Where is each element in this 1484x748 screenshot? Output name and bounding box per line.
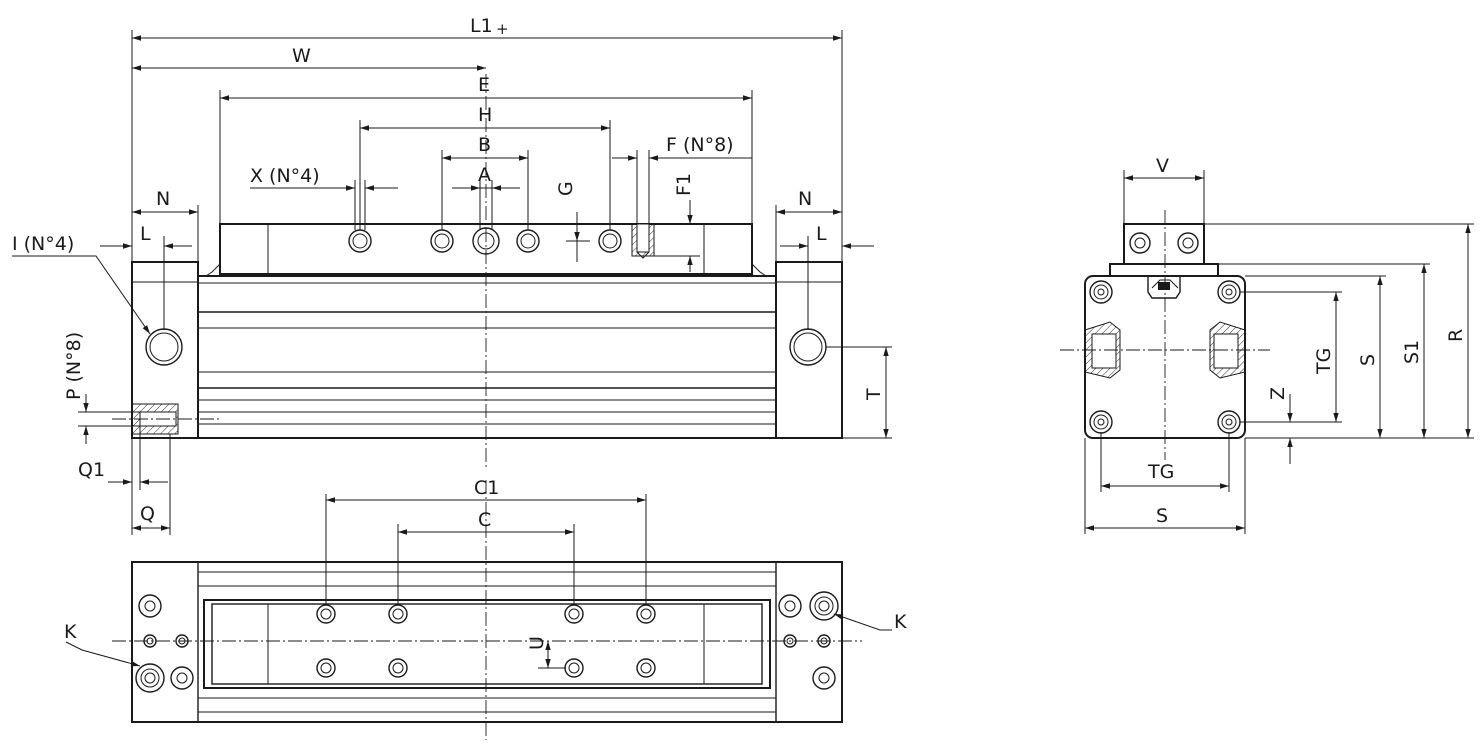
label-N-right: N (798, 188, 812, 210)
label-R: R (1445, 329, 1467, 342)
label-C: C (478, 509, 491, 531)
label-L1: L1 (470, 15, 493, 37)
label-T: T (863, 388, 885, 401)
label-U: U (526, 636, 548, 650)
label-Z: Z (1267, 387, 1289, 400)
label-L-right: L (816, 223, 827, 245)
front-dimensions: L1 + W E H B A X (N°4) F (N°8) F1 (12, 15, 892, 535)
label-N-left: N (156, 188, 170, 210)
label-W: W (292, 45, 311, 67)
label-B: B (478, 134, 491, 156)
label-V: V (1156, 155, 1169, 177)
side-carriage (1123, 223, 1205, 265)
left-end-holes (135, 594, 194, 693)
label-H: H (478, 104, 492, 126)
profile-body (197, 275, 777, 439)
right-end-block (775, 261, 843, 439)
label-S-horizontal: S (1156, 505, 1168, 527)
right-end-holes (778, 591, 839, 690)
label-S-vertical: S (1357, 354, 1379, 366)
label-P: P (N°8) (63, 332, 85, 400)
side-dimensions: V R S1 S TG Z TG S (1084, 155, 1474, 534)
label-TG-vertical: TG (1313, 348, 1335, 375)
label-G: G (555, 181, 577, 196)
label-S1: S1 (1401, 340, 1423, 364)
label-I: I (N°4) (12, 233, 74, 255)
side-view (1060, 210, 1270, 460)
label-plus: + (496, 20, 509, 38)
label-K-left: K (64, 621, 77, 643)
bottom-slot (203, 599, 771, 689)
label-F: F (N°8) (666, 134, 734, 156)
label-X: X (N°4) (250, 165, 320, 187)
label-TG-horizontal: TG (1147, 461, 1174, 483)
label-A: A (478, 164, 491, 186)
label-F1: F1 (673, 173, 695, 196)
right-port (789, 328, 827, 366)
bottom-view (112, 480, 862, 740)
label-E: E (478, 74, 490, 96)
label-C1: C1 (474, 477, 499, 499)
bottom-dimensions: C1 C U K K (64, 477, 907, 669)
label-Q: Q (140, 503, 155, 525)
label-L-left: L (140, 223, 151, 245)
left-port (145, 328, 183, 366)
label-K-right: K (894, 611, 907, 633)
bottom-outline (131, 561, 843, 723)
label-Q1: Q1 (78, 459, 105, 481)
